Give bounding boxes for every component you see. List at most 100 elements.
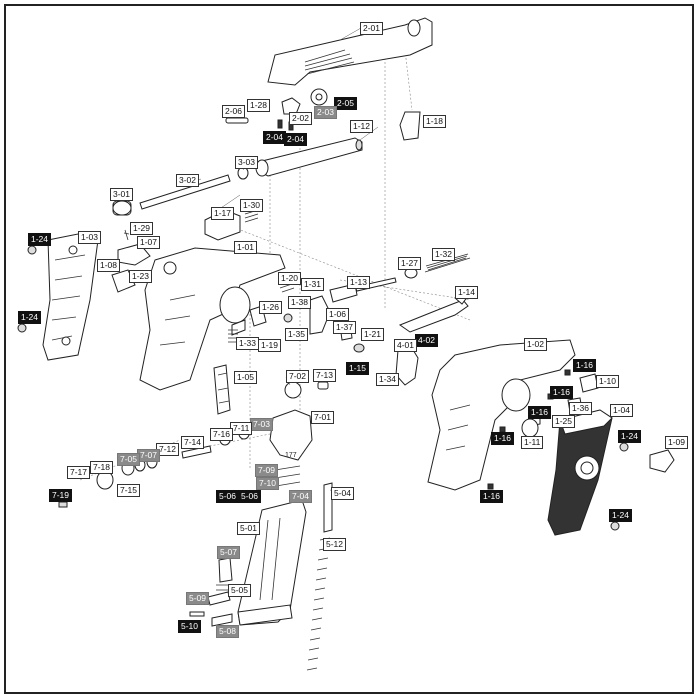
label-1-13: 1-13 bbox=[347, 276, 371, 289]
label-5-01: 5-01 bbox=[237, 522, 261, 535]
label-1-18: 1-18 bbox=[423, 115, 447, 128]
magazine-spring-parts bbox=[306, 482, 333, 671]
label-1-16-a: 1-16 bbox=[573, 359, 597, 372]
label-1-08: 1-08 bbox=[97, 259, 121, 272]
label-2-03: 2-03 bbox=[314, 106, 338, 119]
label-1-29: 1-29 bbox=[130, 222, 154, 235]
label-7-19: 7-19 bbox=[49, 489, 73, 502]
valve-body-part bbox=[269, 409, 313, 487]
label-2-02: 2-02 bbox=[289, 112, 313, 125]
label-1-36: 1-36 bbox=[569, 402, 593, 415]
label-7-10: 7-10 bbox=[256, 477, 280, 490]
valve-top-parts bbox=[284, 381, 329, 399]
label-2-04-a: 2-04 bbox=[263, 131, 287, 144]
label-1-01: 1-01 bbox=[234, 241, 258, 254]
label-7-14: 7-14 bbox=[181, 436, 205, 449]
label-7-05: 7-05 bbox=[117, 453, 141, 466]
label-1-24-b: 1-24 bbox=[18, 311, 42, 324]
label-1-09: 1-09 bbox=[665, 436, 689, 449]
label-1-16-d: 1-16 bbox=[491, 432, 515, 445]
label-1-12: 1-12 bbox=[350, 120, 374, 133]
label-1-14: 1-14 bbox=[455, 286, 479, 299]
label-1-07: 1-07 bbox=[137, 236, 161, 249]
grip-screw-upper-right bbox=[619, 442, 629, 452]
safety-lever-part bbox=[649, 449, 675, 473]
label-7-13: 7-13 bbox=[313, 369, 337, 382]
label-5-06-a: 5-06 bbox=[216, 490, 240, 503]
label-1-23: 1-23 bbox=[129, 270, 153, 283]
label-1-04: 1-04 bbox=[610, 404, 634, 417]
grip-screw-lower-right bbox=[610, 521, 620, 531]
left-grip-panel bbox=[42, 231, 99, 361]
label-7-01: 7-01 bbox=[311, 411, 335, 424]
label-1-32: 1-32 bbox=[432, 248, 456, 261]
label-1-03: 1-03 bbox=[78, 231, 102, 244]
label-1-31: 1-31 bbox=[301, 278, 325, 291]
label-1-24-d: 1-24 bbox=[609, 509, 633, 522]
label-1-10: 1-10 bbox=[596, 375, 620, 388]
label-3-03: 3-03 bbox=[235, 156, 259, 169]
label-1-16-e: 1-16 bbox=[480, 490, 504, 503]
recoil-guide-parts bbox=[112, 166, 249, 216]
label-5-09: 5-09 bbox=[186, 592, 210, 605]
magazine-part bbox=[237, 499, 307, 626]
label-1-20: 1-20 bbox=[278, 272, 302, 285]
label-1-38: 1-38 bbox=[288, 296, 312, 309]
small-slide-parts bbox=[225, 88, 328, 131]
label-7-09: 7-09 bbox=[255, 464, 279, 477]
label-7-16: 7-16 bbox=[210, 428, 234, 441]
magazine-catch-part bbox=[213, 364, 231, 415]
magazine-internal-parts bbox=[189, 557, 233, 627]
label-1-02: 1-02 bbox=[524, 338, 548, 351]
label-1-19: 1-19 bbox=[258, 339, 282, 352]
label-1-28: 1-28 bbox=[247, 99, 271, 112]
label-5-12: 5-12 bbox=[323, 538, 347, 551]
label-1-27: 1-27 bbox=[398, 257, 422, 270]
label-1-06: 1-06 bbox=[326, 308, 350, 321]
label-3-01: 3-01 bbox=[110, 188, 134, 201]
rear-sight-part bbox=[399, 111, 421, 141]
label-1-26: 1-26 bbox=[259, 301, 283, 314]
label-7-18: 7-18 bbox=[90, 461, 114, 474]
label-1-17: 1-17 bbox=[211, 207, 235, 220]
valve-stamp-text: 177 bbox=[285, 452, 297, 459]
label-1-16-b: 1-16 bbox=[550, 386, 574, 399]
diagram-frame bbox=[4, 4, 694, 694]
label-1-25: 1-25 bbox=[552, 415, 576, 428]
label-4-02: 4-02 bbox=[415, 334, 439, 347]
label-1-11: 1-11 bbox=[521, 436, 544, 449]
label-1-33: 1-33 bbox=[236, 337, 260, 350]
label-2-05: 2-05 bbox=[334, 97, 358, 110]
label-1-30: 1-30 bbox=[240, 199, 264, 212]
label-5-08: 5-08 bbox=[216, 625, 240, 638]
label-5-05: 5-05 bbox=[228, 584, 252, 597]
label-2-04-b: 2-04 bbox=[284, 133, 308, 146]
label-7-17: 7-17 bbox=[67, 466, 91, 479]
frame-left-part bbox=[139, 247, 286, 391]
label-7-02: 7-02 bbox=[286, 370, 310, 383]
label-7-11: 7-11 bbox=[230, 422, 253, 435]
label-7-04: 7-04 bbox=[289, 490, 313, 503]
label-5-04: 5-04 bbox=[331, 487, 355, 500]
label-5-07: 5-07 bbox=[217, 546, 241, 559]
grip-screw-upper-left bbox=[27, 245, 37, 255]
right-grip-panel bbox=[547, 409, 613, 536]
label-2-01: 2-01 bbox=[360, 22, 384, 35]
label-5-06-b: 5-06 bbox=[238, 490, 262, 503]
label-7-03: 7-03 bbox=[250, 418, 274, 431]
label-3-02: 3-02 bbox=[176, 174, 200, 187]
label-5-10: 5-10 bbox=[178, 620, 202, 633]
label-7-12: 7-12 bbox=[156, 443, 180, 456]
label-7-07: 7-07 bbox=[137, 449, 161, 462]
label-2-06: 2-06 bbox=[222, 105, 246, 118]
frame-right-part bbox=[427, 339, 576, 491]
label-4-01: 4-01 bbox=[394, 339, 418, 352]
label-1-16-c: 1-16 bbox=[528, 406, 552, 419]
grip-screw-lower-left bbox=[17, 323, 27, 333]
label-1-24-a: 1-24 bbox=[28, 233, 52, 246]
label-1-35: 1-35 bbox=[285, 328, 309, 341]
label-1-05: 1-05 bbox=[234, 371, 258, 384]
label-1-34: 1-34 bbox=[376, 373, 400, 386]
barrel-part bbox=[255, 137, 363, 177]
